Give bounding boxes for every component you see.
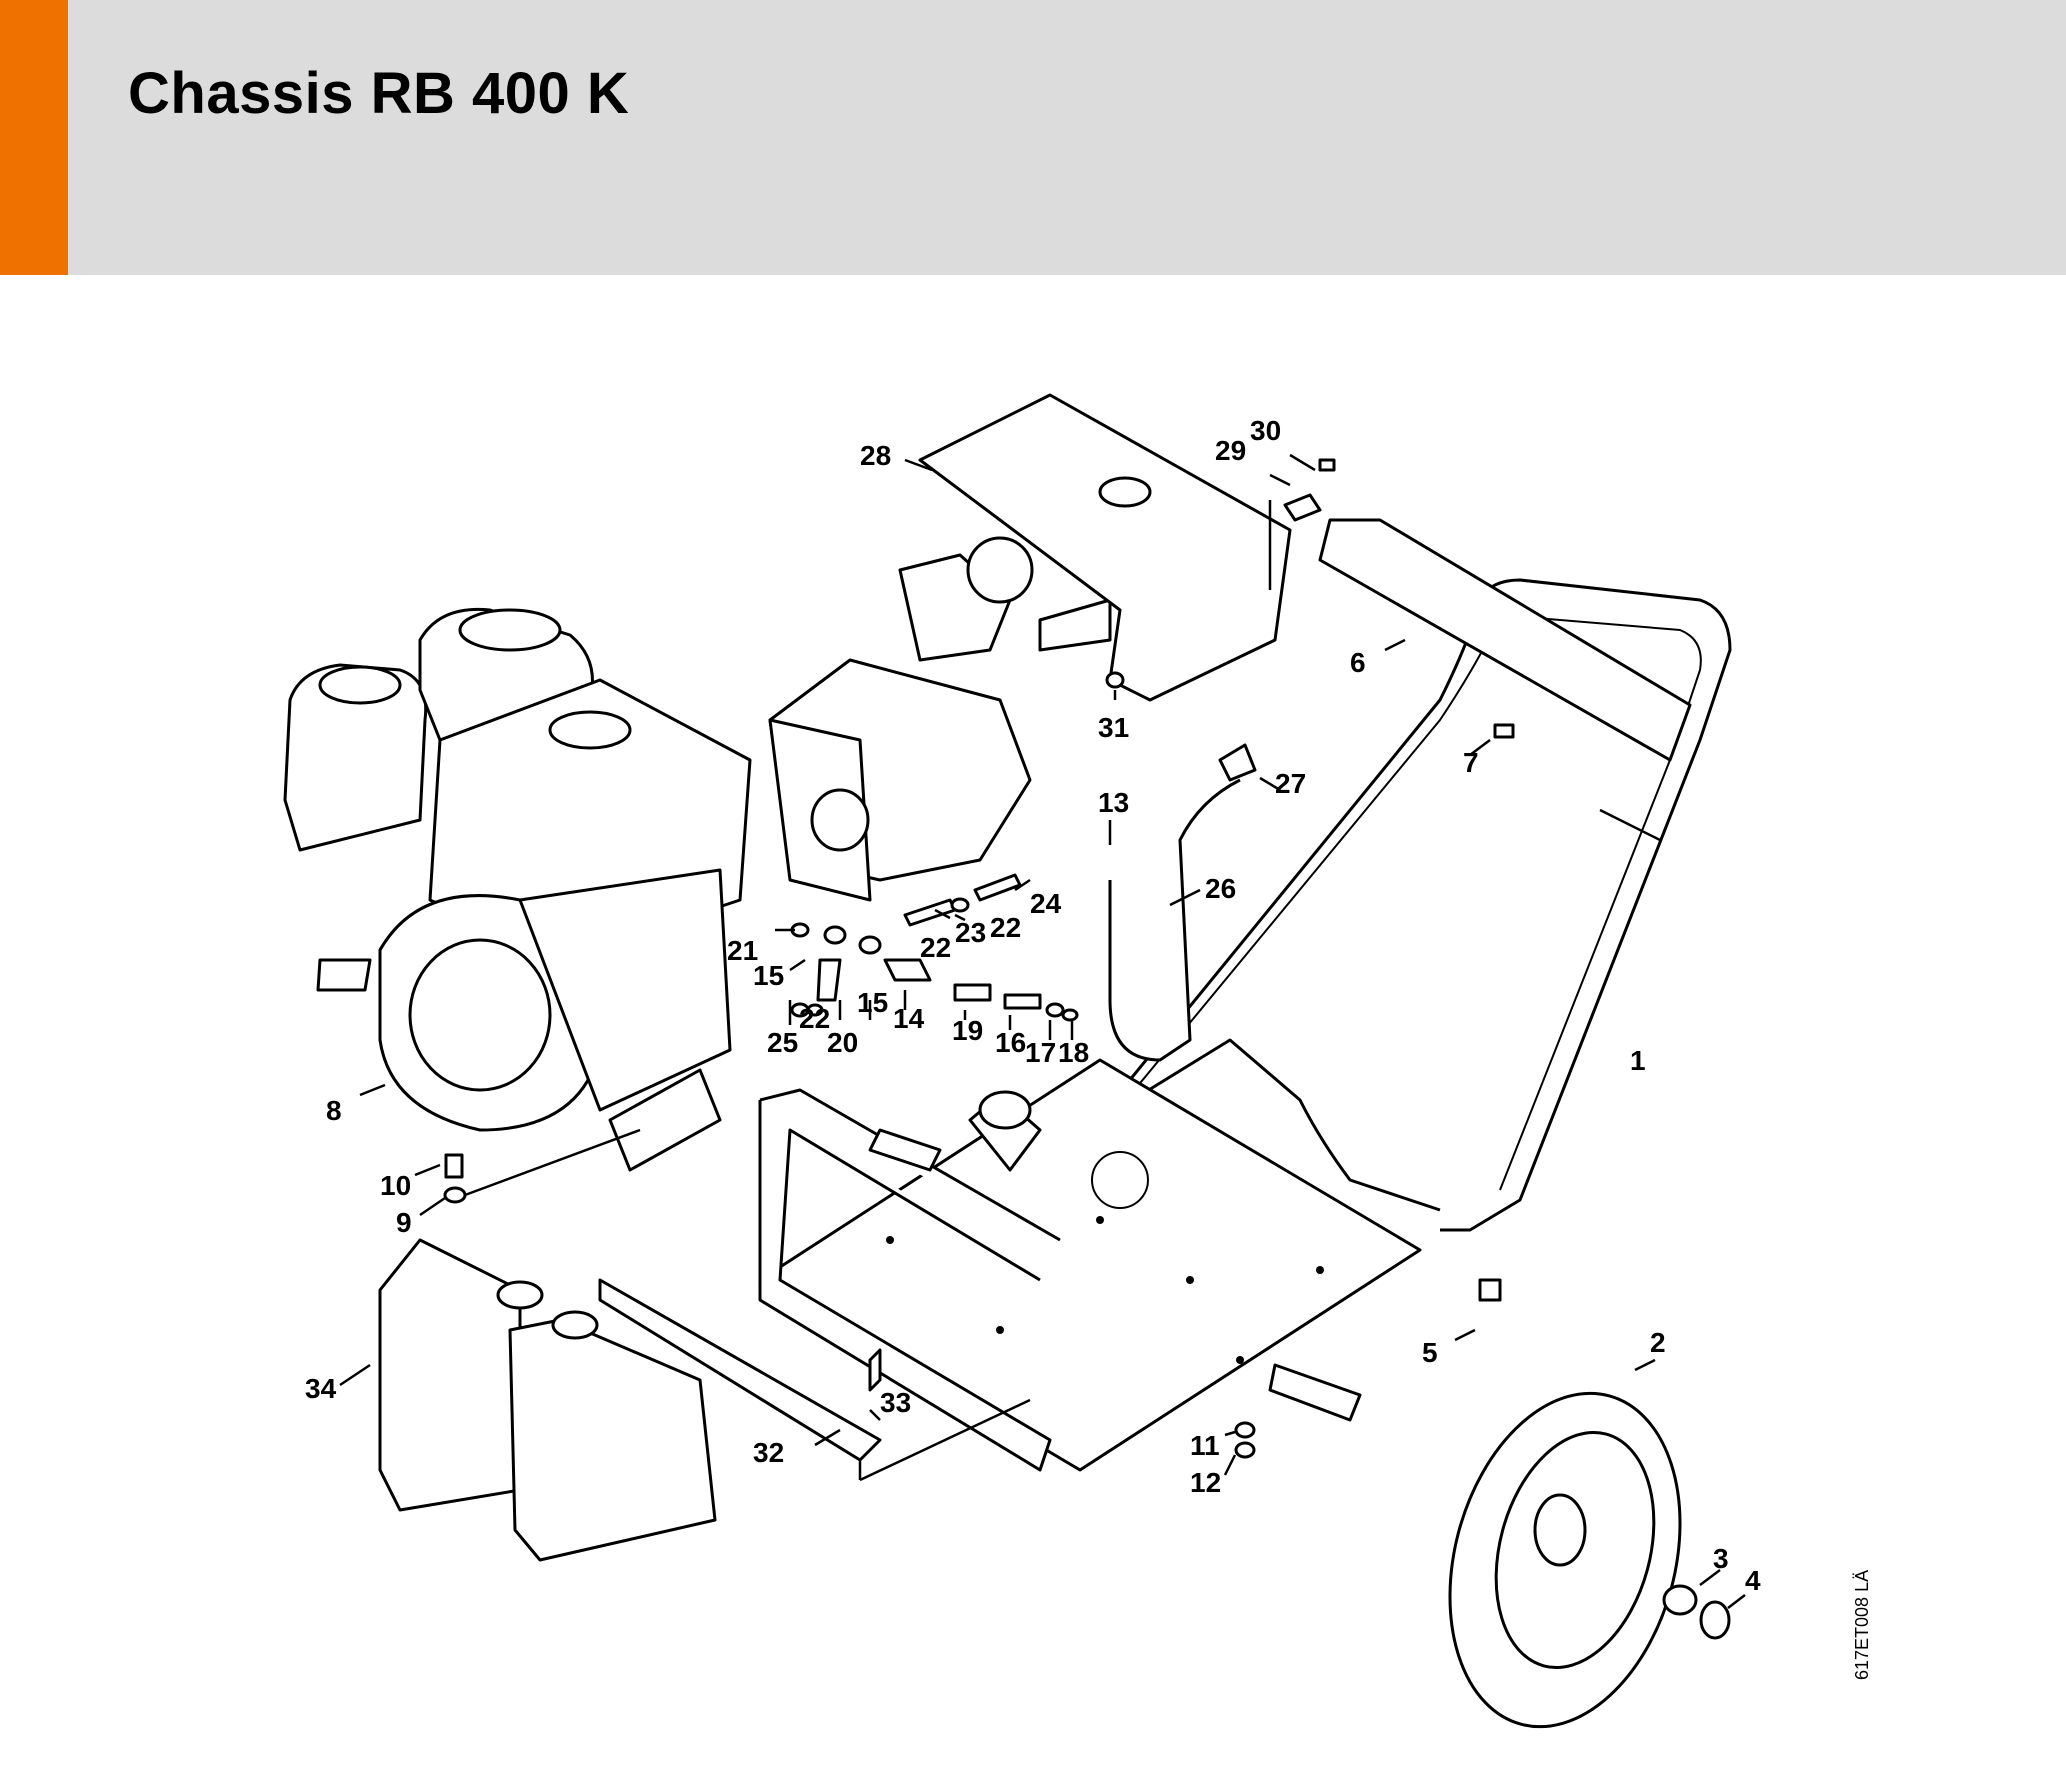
callout-8: 8 (326, 1095, 342, 1126)
callout-22b: 22 (920, 932, 951, 963)
callout-27: 27 (1275, 768, 1306, 799)
callout-17: 17 (1025, 1037, 1056, 1068)
callout-26: 26 (1205, 873, 1236, 904)
callout-4: 4 (1745, 1565, 1761, 1596)
filler-neck (868, 1090, 1042, 1172)
front-tube-frame (758, 1088, 1061, 1472)
callout-5: 5 (1422, 1337, 1438, 1368)
fasteners (443, 458, 1515, 1459)
callout-34: 34 (305, 1373, 337, 1404)
callout-7: 7 (1463, 747, 1479, 778)
page-title: Chassis RB 400 K (128, 61, 630, 126)
callout-29: 29 (1215, 435, 1246, 466)
callout-2: 2 (1650, 1327, 1666, 1358)
callout-15a: 15 (753, 960, 784, 991)
callout-28: 28 (860, 440, 891, 471)
engine (283, 607, 752, 1172)
exploded-parts-diagram: 1 2 3 4 5 6 7 8 9 10 11 12 13 14 15 15 1… (0, 275, 2066, 1792)
callout-12: 12 (1190, 1467, 1221, 1498)
pump (768, 536, 1112, 902)
callout-16: 16 (995, 1027, 1026, 1058)
leader-lines (339, 453, 1746, 1609)
callout-32: 32 (753, 1437, 784, 1468)
callout-19: 19 (952, 1015, 983, 1046)
chassis-frame (1028, 578, 1732, 1251)
callout-1: 1 (1630, 1045, 1646, 1076)
callout-3: 3 (1713, 1543, 1729, 1574)
canisters (378, 1238, 717, 1562)
pump-cover (918, 393, 1292, 702)
callout-18: 18 (1058, 1037, 1089, 1068)
callout-33: 33 (880, 1387, 911, 1418)
wheel (1268, 1363, 1731, 1729)
callout-labels: 1 2 3 4 5 6 7 8 9 10 11 12 13 14 15 15 1… (305, 415, 1761, 1596)
callout-9: 9 (396, 1207, 412, 1238)
callout-13: 13 (1098, 787, 1129, 818)
header-band: Chassis RB 400 K (0, 0, 2066, 275)
callout-11: 11 (1190, 1430, 1220, 1461)
orange-accent-bar (0, 0, 68, 275)
callout-15b: 15 (857, 987, 888, 1018)
drawing-code: 617ET008 LÄ (1852, 1570, 1872, 1680)
callout-23: 23 (955, 917, 986, 948)
callout-10: 10 (380, 1170, 411, 1201)
callout-14: 14 (893, 1003, 925, 1034)
callout-22c: 22 (990, 912, 1021, 943)
callout-31: 31 (1098, 712, 1129, 743)
callout-6: 6 (1350, 647, 1366, 678)
callout-24: 24 (1030, 888, 1062, 919)
callout-25: 25 (767, 1027, 798, 1058)
callout-20: 20 (827, 1027, 858, 1058)
callout-30: 30 (1250, 415, 1281, 446)
callout-22a: 22 (799, 1003, 830, 1034)
handle-grip (1318, 518, 1692, 762)
callout-21: 21 (727, 935, 758, 966)
hose (1108, 743, 1257, 1062)
